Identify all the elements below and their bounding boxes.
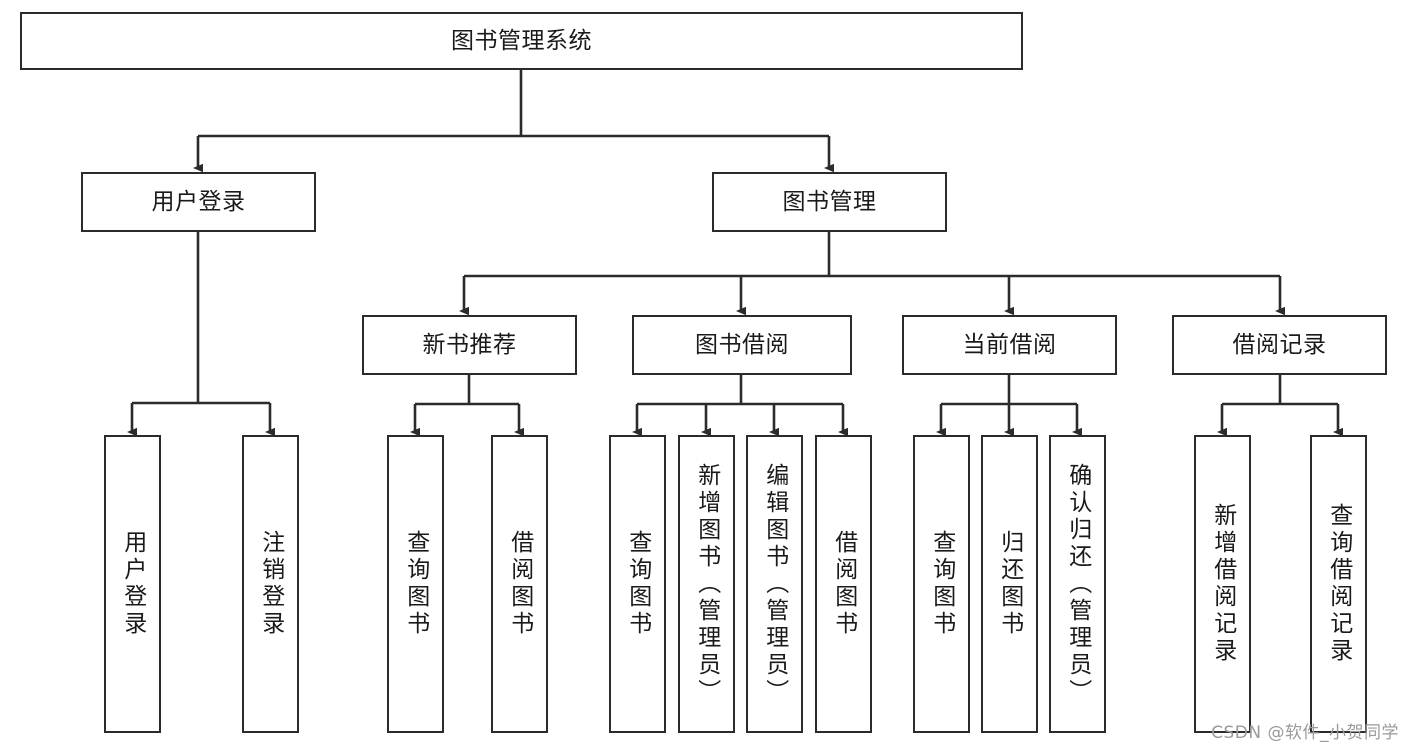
- node-new-book-recommend[interactable]: 新书推荐: [362, 315, 577, 375]
- leaf-bookborrow-add-book-label: 新增图书（管理员）: [693, 462, 720, 706]
- watermark-text: CSDN @软件_小贺同学: [1211, 723, 1399, 743]
- node-new-book-recommend-label: 新书推荐: [422, 331, 517, 358]
- leaf-bookborrow-borrow-book[interactable]: 借阅图书: [815, 435, 872, 733]
- leaf-newbook-query-book-label: 查询图书: [402, 530, 429, 638]
- leaf-bookborrow-edit-book[interactable]: 编辑图书（管理员）: [746, 435, 803, 733]
- leaf-borrowrecord-query-record[interactable]: 查询借阅记录: [1310, 435, 1367, 733]
- node-current-borrow[interactable]: 当前借阅: [902, 315, 1117, 375]
- leaf-bookborrow-edit-book-label: 编辑图书（管理员）: [761, 462, 788, 706]
- node-root-book-management-system[interactable]: 图书管理系统: [20, 12, 1023, 70]
- node-user-login[interactable]: 用户登录: [81, 172, 316, 232]
- leaf-borrowrecord-add-record-label: 新增借阅记录: [1209, 503, 1236, 665]
- leaf-currentborrow-query-book-label: 查询图书: [928, 530, 955, 638]
- leaf-logout-label: 注销登录: [257, 530, 284, 638]
- leaf-bookborrow-add-book[interactable]: 新增图书（管理员）: [678, 435, 735, 733]
- leaf-newbook-borrow-book-label: 借阅图书: [506, 530, 533, 638]
- node-user-login-label: 用户登录: [151, 188, 246, 215]
- leaf-logout[interactable]: 注销登录: [242, 435, 299, 733]
- leaf-currentborrow-return-book-label: 归还图书: [996, 530, 1023, 638]
- leaf-user-login-label: 用户登录: [119, 530, 146, 638]
- leaf-currentborrow-return-book[interactable]: 归还图书: [981, 435, 1038, 733]
- leaf-currentborrow-confirm-return[interactable]: 确认归还（管理员）: [1049, 435, 1106, 733]
- leaf-bookborrow-query-book[interactable]: 查询图书: [609, 435, 666, 733]
- leaf-borrowrecord-add-record[interactable]: 新增借阅记录: [1194, 435, 1251, 733]
- node-current-borrow-label: 当前借阅: [962, 331, 1057, 358]
- node-root-label: 图书管理系统: [451, 27, 592, 54]
- node-book-management[interactable]: 图书管理: [712, 172, 947, 232]
- leaf-bookborrow-query-book-label: 查询图书: [624, 530, 651, 638]
- node-book-management-label: 图书管理: [782, 188, 877, 215]
- node-book-borrow[interactable]: 图书借阅: [632, 315, 852, 375]
- leaf-user-login[interactable]: 用户登录: [104, 435, 161, 733]
- leaf-bookborrow-borrow-book-label: 借阅图书: [830, 530, 857, 638]
- node-borrow-record[interactable]: 借阅记录: [1172, 315, 1387, 375]
- leaf-currentborrow-query-book[interactable]: 查询图书: [913, 435, 970, 733]
- node-book-borrow-label: 图书借阅: [695, 331, 789, 358]
- leaf-currentborrow-confirm-return-label: 确认归还（管理员）: [1064, 462, 1091, 706]
- leaf-borrowrecord-query-record-label: 查询借阅记录: [1325, 503, 1352, 665]
- leaf-newbook-query-book[interactable]: 查询图书: [387, 435, 444, 733]
- node-borrow-record-label: 借阅记录: [1232, 331, 1327, 358]
- leaf-newbook-borrow-book[interactable]: 借阅图书: [491, 435, 548, 733]
